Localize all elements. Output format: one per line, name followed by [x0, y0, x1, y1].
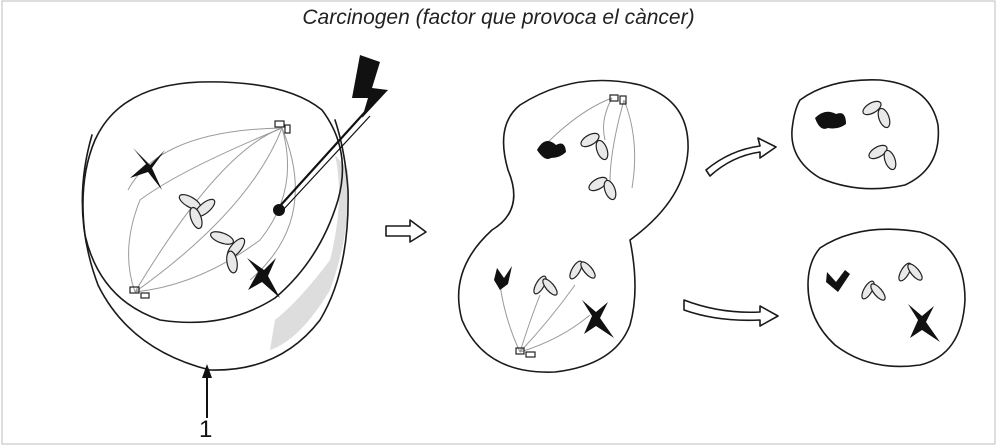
arrow-icon [705, 137, 777, 177]
chromosome-light [178, 194, 246, 274]
chromosome-dark [247, 258, 280, 298]
daughter-cell-top [791, 79, 940, 190]
label-1: 1 [199, 416, 213, 443]
lightning-bolt-icon [352, 55, 388, 118]
daughter-cell-bottom [807, 228, 966, 368]
arrow-icon [683, 299, 779, 327]
arrow-icon [385, 219, 427, 243]
pointer-arrow-icon [202, 364, 212, 418]
dividing-cell [457, 79, 689, 373]
diagram-title: Carcinogen (factor que provoca el càncer… [302, 6, 695, 29]
chromosome-dark [130, 148, 165, 190]
parent-cell [81, 55, 388, 371]
